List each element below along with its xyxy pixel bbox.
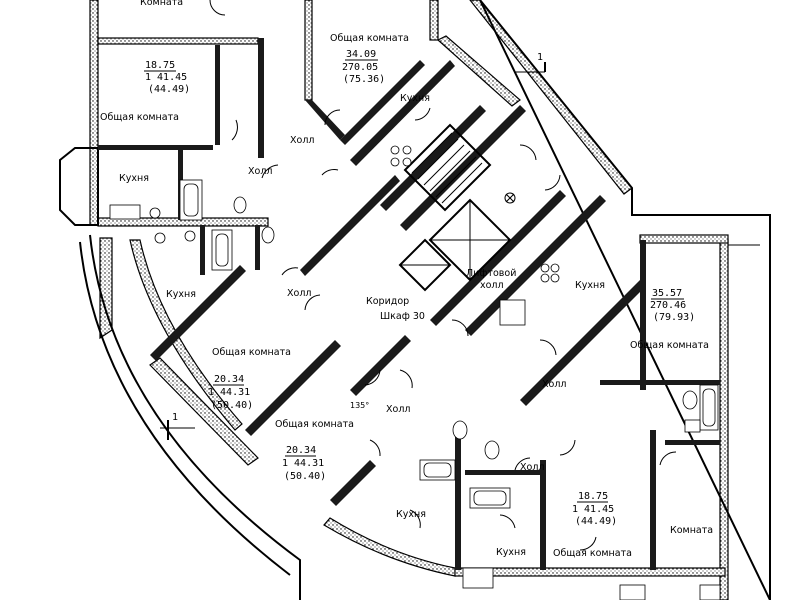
area-top-center-living: 34.09	[346, 49, 376, 60]
label-top-left-room: Комната	[140, 0, 183, 8]
label-hall-top-2: Холл	[248, 166, 272, 177]
label-top-kitchen: Кухня	[400, 93, 430, 104]
area-top-left-total: 1 41.45	[145, 72, 187, 83]
room-labels: Комната Общая комната 34.09 270.05 (75.3…	[100, 0, 713, 559]
label-center-common: Общая комната	[275, 419, 354, 430]
area-right-living: 35.57	[652, 288, 682, 299]
label-lift-hall-2: холл	[480, 280, 504, 291]
label-bottom-kitchen: Кухня	[396, 509, 426, 520]
label-hall-center: Холл	[386, 404, 410, 415]
area-top-left-living: 18.75	[145, 60, 175, 71]
label-hall-right: Холл	[542, 379, 566, 390]
area-right-full: (79.93)	[653, 312, 695, 323]
area-top-center-full: (75.36)	[343, 74, 385, 85]
label-bottom-kitchen-2: Кухня	[496, 547, 526, 558]
area-left2-living: 20.34	[214, 374, 244, 385]
label-left-kitchen-2: Кухня	[166, 289, 196, 300]
area-bottom-total: 1 41.45	[572, 504, 614, 515]
label-left-common: Общая комната	[100, 112, 179, 123]
area-center-full: (50.40)	[284, 471, 326, 482]
exterior-walls	[89, 0, 729, 600]
label-angle: 135°	[350, 401, 369, 410]
label-hall-bottom: Холл	[520, 462, 544, 473]
section-label-left: 1	[172, 412, 178, 423]
label-closet: Шкаф 30	[380, 311, 425, 322]
stair-lift-core	[398, 123, 516, 292]
label-right-common: Общая комната	[630, 340, 709, 351]
area-top-center-total: 270.05	[342, 62, 378, 73]
interior-walls	[98, 38, 720, 570]
area-bottom-living: 18.75	[578, 491, 608, 502]
area-right-total: 270.46	[650, 300, 686, 311]
area-bottom-full: (44.49)	[575, 516, 617, 527]
area-top-left-full: (44.49)	[148, 84, 190, 95]
area-underlines	[144, 59, 684, 503]
area-center-living: 20.34	[286, 445, 316, 456]
label-top-center-common: Общая комната	[330, 33, 409, 44]
label-left-common-2: Общая комната	[212, 347, 291, 358]
area-center-total: 1 44.31	[282, 458, 324, 469]
label-corridor: Коридор	[366, 296, 409, 307]
plumbing-fixtures	[109, 145, 721, 600]
label-bottom-common: Общая комната	[553, 548, 632, 559]
area-left2-full: (50.40)	[211, 400, 253, 411]
section-marks: 1 1	[160, 52, 546, 440]
label-left-kitchen: Кухня	[119, 173, 149, 184]
label-right-kitchen: Кухня	[575, 280, 605, 291]
section-label-top: 1	[537, 52, 543, 63]
door-swings	[209, 0, 677, 551]
label-bottom-right-room: Комната	[670, 525, 713, 536]
label-hall-left: Холл	[287, 288, 311, 299]
label-hall-top-1: Холл	[290, 135, 314, 146]
label-lift-hall-1: Лифтовой	[466, 268, 516, 279]
area-left2-total: 1 44.31	[208, 387, 250, 398]
balconies	[59, 0, 771, 600]
